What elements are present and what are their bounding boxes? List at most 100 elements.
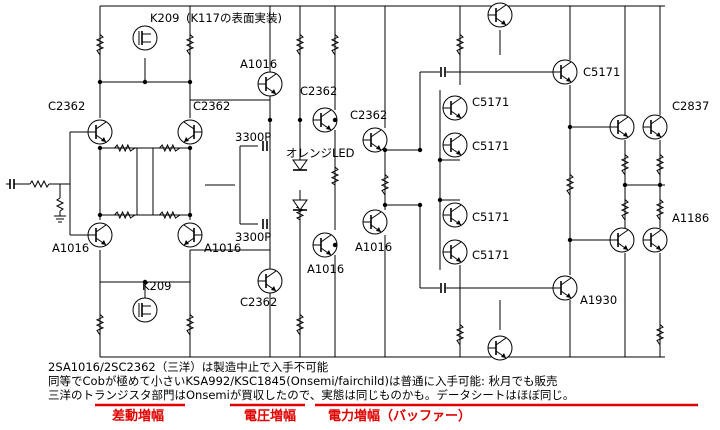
label-k209-top: K209 bbox=[150, 11, 180, 25]
junction-dot bbox=[382, 202, 388, 208]
junction-dot bbox=[142, 279, 148, 285]
out-bottom-resistor bbox=[455, 320, 465, 346]
label-c5171-2: C5171 bbox=[472, 139, 509, 153]
junction-dot bbox=[97, 212, 103, 218]
vas-bias-resistor bbox=[380, 170, 390, 196]
junction-dot bbox=[332, 242, 338, 248]
a1930-out-transistor bbox=[552, 275, 578, 301]
bias-top-transistor bbox=[487, 2, 513, 28]
c2837-left-transistor bbox=[609, 114, 635, 140]
a1016-right-transistor bbox=[177, 222, 203, 248]
note-line-3: 三洋のトランジスタ部門はOnsemiが買収したので、実態は同じものかも。データシ… bbox=[48, 388, 574, 402]
a1186-right-transistor bbox=[642, 227, 668, 253]
vas-wiring bbox=[239, 6, 421, 357]
label-a1016-left: A1016 bbox=[52, 241, 89, 255]
a1186-left-transistor bbox=[609, 227, 635, 253]
label-c5171-1: C5171 bbox=[472, 95, 509, 109]
emitter-top-left-resistor bbox=[620, 150, 630, 176]
junction-dot bbox=[437, 197, 443, 203]
diff-top-left-resistor bbox=[95, 30, 105, 56]
label-c2362-bottom: C2362 bbox=[240, 295, 277, 309]
note-line-1: 2SA1016/2SC2362（三洋）は製造中止で入手不可能 bbox=[48, 360, 329, 374]
c2837-right-transistor bbox=[642, 114, 668, 140]
label-c5171-out: C5171 bbox=[583, 65, 620, 79]
junction-dot bbox=[437, 157, 443, 163]
cap-3300p-bottom bbox=[262, 219, 268, 229]
label-a1016-right: A1016 bbox=[204, 241, 241, 255]
junction-dot bbox=[97, 145, 103, 151]
input-section bbox=[6, 131, 88, 236]
diff-bridge-bottom-right-resistor bbox=[155, 210, 181, 220]
output-wiring bbox=[420, 6, 665, 357]
vas-top-resistor bbox=[295, 30, 305, 56]
label-a1930-out: A1930 bbox=[580, 293, 617, 307]
label-c2362-right: C2362 bbox=[193, 99, 230, 113]
section-power-buffer: 電力増幅（バッファー） bbox=[328, 408, 471, 424]
note-line-2: 同等でCobが極めて小さいKSA992/KSC1845(Onsemi/fairc… bbox=[48, 374, 558, 388]
label-a1016-top: A1016 bbox=[240, 57, 277, 71]
diff-bridge-top-left-resistor bbox=[110, 143, 136, 153]
label-c2837: C2837 bbox=[672, 99, 709, 113]
cap-out-top bbox=[440, 67, 446, 77]
diff-bridge-bottom-left-resistor bbox=[110, 210, 136, 220]
junction-dot bbox=[267, 117, 273, 123]
diff-bottom-right-resistor bbox=[185, 310, 195, 336]
orange-led-bottom bbox=[292, 199, 308, 211]
out-rail-resistor bbox=[655, 320, 665, 346]
junction-dot bbox=[567, 237, 573, 243]
junction-dot bbox=[382, 147, 388, 153]
label-a1016-vas: A1016 bbox=[307, 262, 344, 276]
c2362-vas-transistor bbox=[312, 107, 338, 133]
label-c2362-vas: C2362 bbox=[300, 84, 337, 98]
vas-top2-resistor bbox=[330, 30, 340, 56]
diff-top-right-resistor bbox=[185, 30, 195, 56]
orange-led-top bbox=[292, 159, 308, 171]
label-cap-top: 3300P bbox=[235, 130, 271, 144]
emitter-bottom-left-resistor bbox=[620, 195, 630, 221]
label-a1186: A1186 bbox=[672, 211, 709, 225]
c2362-right-transistor bbox=[177, 119, 203, 145]
c5171-4-transistor bbox=[442, 239, 468, 265]
a1016-left-transistor bbox=[87, 222, 113, 248]
section-voltage-amp: 電圧増幅 bbox=[244, 408, 296, 424]
label-c5171-3: C5171 bbox=[472, 210, 509, 224]
a1016-top-transistor bbox=[257, 71, 283, 97]
vas-bottom-resistor bbox=[295, 310, 305, 336]
c5171-1-transistor bbox=[442, 95, 468, 121]
c2362-bottom-transistor bbox=[257, 268, 283, 294]
junction-dot bbox=[657, 182, 663, 188]
c5171-2-transistor bbox=[442, 132, 468, 158]
junction-dot bbox=[187, 79, 193, 85]
label-c2362-vas2: C2362 bbox=[350, 108, 387, 122]
a1016-vas2-transistor bbox=[362, 209, 388, 235]
bias-bottom-transistor bbox=[487, 335, 513, 361]
out-mid-resistor bbox=[565, 170, 575, 196]
c2362-left-transistor bbox=[87, 119, 113, 145]
diff-bottom-left-resistor bbox=[95, 310, 105, 336]
emitter-top-right-resistor bbox=[655, 150, 665, 176]
cap-3300p-top bbox=[262, 141, 268, 151]
label-cap-bottom: 3300P bbox=[235, 230, 271, 244]
k209-bottom-fet bbox=[132, 297, 158, 323]
diff-bridge-top-right-resistor bbox=[155, 143, 181, 153]
junction-dot bbox=[97, 79, 103, 85]
k209-top-fet bbox=[132, 25, 158, 51]
label-k209-top-note: (K117の表面実装) bbox=[186, 11, 282, 25]
label-led: オレンジLED bbox=[286, 146, 355, 160]
junction-dot bbox=[417, 147, 423, 153]
cap-out-bottom bbox=[440, 283, 446, 293]
junction-dot bbox=[187, 212, 193, 218]
junction-dot bbox=[417, 202, 423, 208]
label-c2362-left: C2362 bbox=[48, 99, 85, 113]
c2362-vas2-transistor bbox=[362, 127, 388, 153]
junction-dot bbox=[567, 124, 573, 130]
junction-dot bbox=[187, 145, 193, 151]
junction-dot bbox=[297, 117, 303, 123]
junction-dot bbox=[142, 79, 148, 85]
emitter-bottom-right-resistor bbox=[655, 195, 665, 221]
junction-dot bbox=[332, 117, 338, 123]
diff-wiring bbox=[99, 6, 270, 357]
label-a1016-vas2: A1016 bbox=[355, 240, 392, 254]
